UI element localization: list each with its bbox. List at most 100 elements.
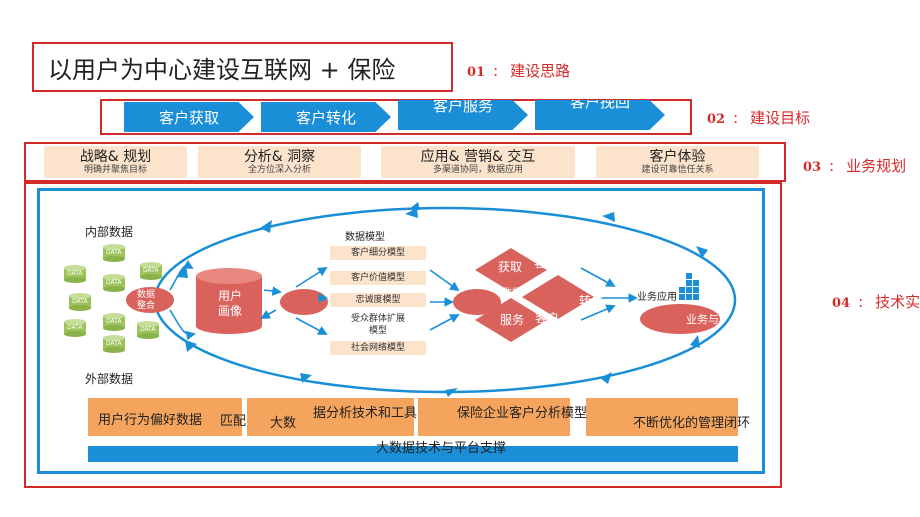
plan-analysis: 分析& 洞察 全方位深入分析 bbox=[198, 146, 361, 178]
step-service: 客户服务 bbox=[398, 100, 528, 130]
diamond-right bbox=[522, 275, 594, 319]
label-04: 04:技术实 bbox=[832, 291, 920, 312]
windows-icon bbox=[679, 273, 699, 300]
steps-box bbox=[100, 99, 692, 135]
label-04-text: 技术实 bbox=[875, 293, 920, 311]
diamond-top bbox=[475, 248, 547, 292]
step-winback: 客户挽回 bbox=[535, 100, 665, 130]
db-label: DATA bbox=[143, 267, 159, 274]
model-segment: 客户细分模型 bbox=[330, 246, 426, 260]
label-03-text: 业务规划 bbox=[846, 157, 907, 175]
plan-analysis-title: 分析& 洞察 bbox=[243, 148, 316, 165]
model-audience-2: 模型 bbox=[368, 326, 387, 336]
diamond-right-text: 客 转化 bbox=[579, 280, 603, 308]
tech-box bbox=[24, 182, 782, 488]
plan-strategy: 战略& 规划 明确并聚焦目标 bbox=[44, 146, 187, 178]
platform-text: 大数据技术与平台支撑 bbox=[376, 441, 507, 456]
model-audience: 受众群体扩展 bbox=[350, 314, 405, 324]
flow-arrows bbox=[169, 259, 638, 341]
integration-line-1: 数据 bbox=[137, 290, 156, 300]
diamond-top-line-2: 客 bbox=[534, 256, 547, 270]
step-convert: 客户转化 bbox=[261, 102, 391, 132]
plan-application-title: 应用& 营销& 交互 bbox=[420, 148, 536, 165]
plan-application: 应用& 营销& 交互 多渠道协同，数据应用 bbox=[381, 146, 575, 178]
label-02-text: 建设目标 bbox=[750, 109, 811, 127]
db-cylinder bbox=[69, 293, 91, 311]
bottom-text-behavior: 用户行为偏好数据 bbox=[98, 413, 203, 428]
bottom-text-match: 匹配 bbox=[220, 414, 247, 429]
portrait-line-1: 用户 bbox=[218, 289, 243, 303]
db-label: DATA bbox=[72, 298, 88, 305]
plan-experience: 客户体验 建设可靠信任关系 bbox=[596, 146, 759, 178]
db-cylinder bbox=[103, 244, 125, 262]
diamond-left bbox=[475, 298, 547, 342]
db-cylinder bbox=[103, 335, 125, 353]
plan-analysis-sub: 全方位深入分析 bbox=[247, 164, 311, 175]
flow-oval-left bbox=[280, 289, 328, 315]
model-header: 数据模型 bbox=[345, 232, 385, 243]
data-sources bbox=[64, 244, 162, 353]
db-cylinder bbox=[64, 319, 86, 337]
db-label: DATA bbox=[106, 249, 122, 256]
diamond-left-line-2: 服务 bbox=[500, 313, 525, 327]
label-03-num: 03 bbox=[803, 160, 822, 175]
step-acquire-label: 客户获取 bbox=[158, 108, 219, 127]
page-title: 以用户为中心建设互联网 + 保险 bbox=[48, 56, 396, 84]
bottom-text-loop: 不断优化的管理闭环 bbox=[633, 416, 751, 431]
bottom-bar-2 bbox=[247, 398, 414, 436]
label-01-sep: : bbox=[493, 62, 499, 80]
db-label: DATA bbox=[140, 326, 156, 333]
portrait-text: 用户 画像 bbox=[218, 289, 242, 319]
title-box bbox=[32, 42, 453, 92]
planning-box bbox=[24, 142, 786, 182]
label-01: 01: 建设思路 bbox=[467, 60, 570, 81]
diamond-right-line-2: 转化 bbox=[579, 294, 604, 308]
bottom-text-model: 保险企业客户分析模型 bbox=[457, 406, 588, 421]
label-01-text: 建设思路 bbox=[510, 62, 571, 80]
diamond-left-line-1: 数据 bbox=[503, 288, 522, 298]
diamond-top-text: 获取 客 bbox=[498, 256, 546, 274]
portrait-line-2: 画像 bbox=[218, 304, 243, 318]
step-service-label: 客户服务 bbox=[432, 97, 493, 115]
bottom-text-tools: 据分析技术和工具 bbox=[313, 406, 418, 421]
db-cylinder bbox=[103, 313, 125, 331]
model-loyalty: 忠诚度模型 bbox=[330, 293, 426, 307]
db-label: DATA bbox=[67, 270, 83, 277]
db-label: DATA bbox=[67, 324, 83, 331]
plan-strategy-sub: 明确并聚焦目标 bbox=[83, 164, 147, 175]
app-label: 业务应用 bbox=[637, 292, 677, 303]
db-cylinder bbox=[137, 321, 159, 339]
label-02-num: 02 bbox=[707, 112, 726, 127]
integration-oval bbox=[126, 287, 174, 313]
app-oval-text: 业务与 bbox=[686, 313, 719, 326]
db-cylinder bbox=[64, 265, 86, 283]
portrait-cylinder bbox=[196, 268, 262, 334]
internal-data-label: 内部数据 bbox=[85, 225, 134, 239]
label-04-sep: : bbox=[858, 293, 864, 311]
external-data-label: 外部数据 bbox=[85, 372, 134, 386]
plan-application-sub: 多渠道协同，数据应用 bbox=[432, 164, 523, 175]
app-oval bbox=[640, 304, 720, 334]
diamond-mid-text: 客户 bbox=[535, 311, 560, 325]
label-03-sep: : bbox=[829, 157, 835, 175]
bottom-bar-1 bbox=[88, 398, 242, 436]
bottom-text-bigdata: 大数 bbox=[270, 416, 297, 431]
bottom-bar-4 bbox=[586, 398, 738, 436]
db-label: DATA bbox=[106, 340, 122, 347]
cycle-arrows bbox=[176, 202, 708, 397]
plan-strategy-title: 战略& 规划 bbox=[79, 148, 152, 165]
label-01-num: 01 bbox=[467, 65, 486, 80]
db-label: DATA bbox=[106, 318, 122, 325]
model-value: 客户价值模型 bbox=[330, 271, 426, 285]
plan-experience-title: 客户体验 bbox=[649, 148, 706, 165]
plan-experience-sub: 建设可靠信任关系 bbox=[641, 164, 714, 175]
label-03: 03: 业务规划 bbox=[803, 155, 906, 176]
model-social: 社会网络模型 bbox=[330, 341, 426, 355]
db-cylinder bbox=[103, 274, 125, 292]
step-convert-label: 客户转化 bbox=[295, 108, 356, 127]
step-winback-label: 客户挽回 bbox=[569, 93, 630, 111]
diamond-right-line-1: 客 bbox=[585, 280, 598, 294]
label-02-sep: : bbox=[733, 109, 739, 127]
step-acquire: 客户获取 bbox=[124, 102, 254, 132]
